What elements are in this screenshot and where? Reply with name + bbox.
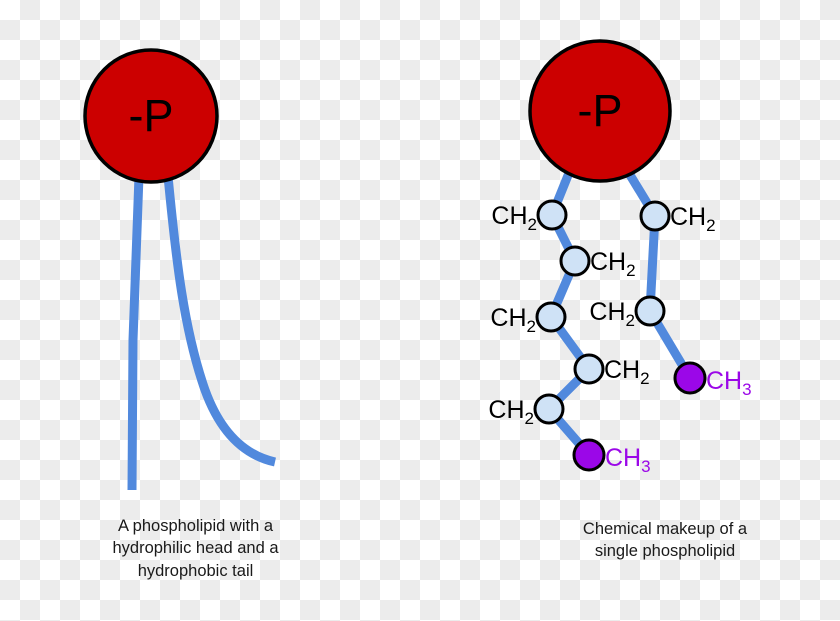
left-phospholipid-figure: -P [83,48,277,491]
right-head-label: -P [578,85,623,136]
ch3-node [673,361,707,395]
ch2-node [639,200,671,232]
left-figure-caption: A phospholipid with a hydrophilic head a… [112,517,279,580]
left-tail-straight [127,175,144,491]
ch2-node [533,393,565,425]
ch3-node [572,438,606,472]
ch2-node [634,295,666,327]
right-figure-caption: Chemical makeup of a single phospholipid [582,520,748,561]
ch3-label: CH3 [706,367,752,399]
ch3-label: CH3 [605,444,651,476]
right-phospholipid-figure: -P CH2 CH2 CH2 CH2 CH2 CH3 CH2 [488,39,752,476]
ch2-node [559,245,591,277]
left-tail-curved [163,175,277,467]
ch2-label: CH2 [490,304,536,336]
ch2-label: CH2 [488,396,534,428]
bond-r1-to-r2 [645,211,660,316]
ch2-label: CH2 [590,248,636,280]
ch2-label: CH2 [491,202,537,234]
right-head-circle [528,39,672,183]
ch2-node [573,353,605,385]
left-head-circle [83,48,219,184]
ch2-label: CH2 [670,203,716,235]
ch2-node [535,301,567,333]
ch2-node [536,199,568,231]
ch2-label: CH2 [604,356,650,388]
ch2-label: CH2 [589,298,635,330]
left-head-label: -P [129,90,174,141]
